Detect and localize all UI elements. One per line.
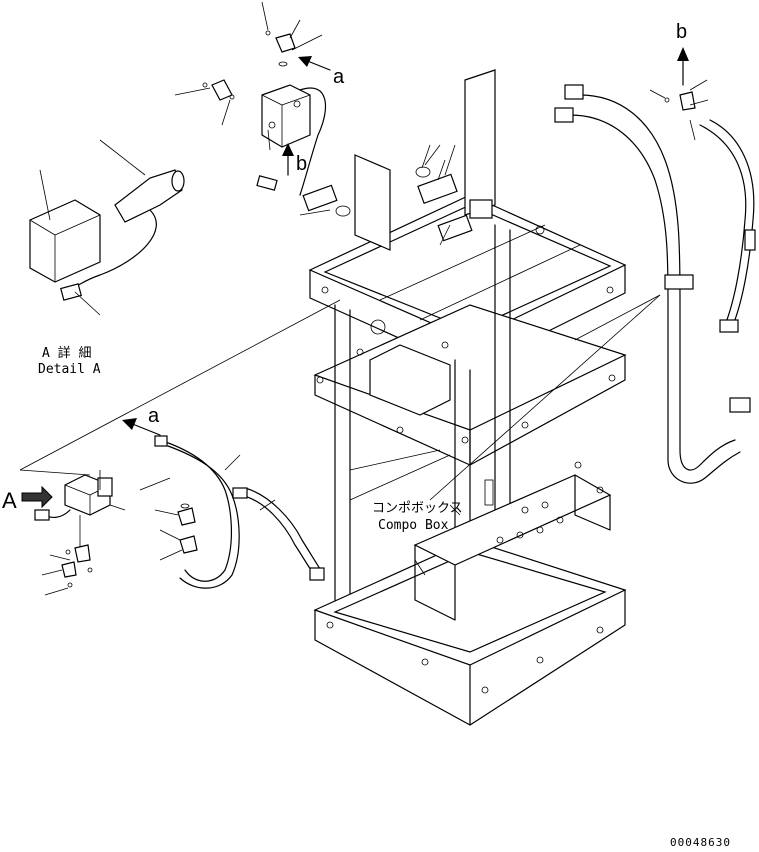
direction-arrows xyxy=(21,47,689,509)
compo-box-en-label: Compo Box xyxy=(378,518,449,533)
callout-a-lower: a xyxy=(148,405,160,427)
callout-b-right: b xyxy=(676,21,687,43)
solenoid-assembly xyxy=(29,169,185,301)
detail-a-valve xyxy=(34,474,113,588)
callout-b-valve: b xyxy=(296,153,307,175)
view-a-label: A xyxy=(2,488,17,513)
callout-a-top: a xyxy=(333,66,345,88)
lower-hoses xyxy=(154,435,325,589)
detail-a-en-label: Detail A xyxy=(38,362,101,377)
leader-lines xyxy=(19,1,709,596)
detail-a-jp-label: A 詳 細 xyxy=(42,345,91,361)
text-labels: A 詳 細 Detail A コンポボックス Compo Box a a b b… xyxy=(2,21,731,849)
drawing-code: 00048630 xyxy=(670,836,731,849)
compo-box-jp-label: コンポボックス xyxy=(372,501,463,516)
valve-block xyxy=(202,30,327,196)
bracket-hardware xyxy=(299,144,493,246)
main-frame xyxy=(308,69,627,726)
right-hose xyxy=(554,84,756,484)
